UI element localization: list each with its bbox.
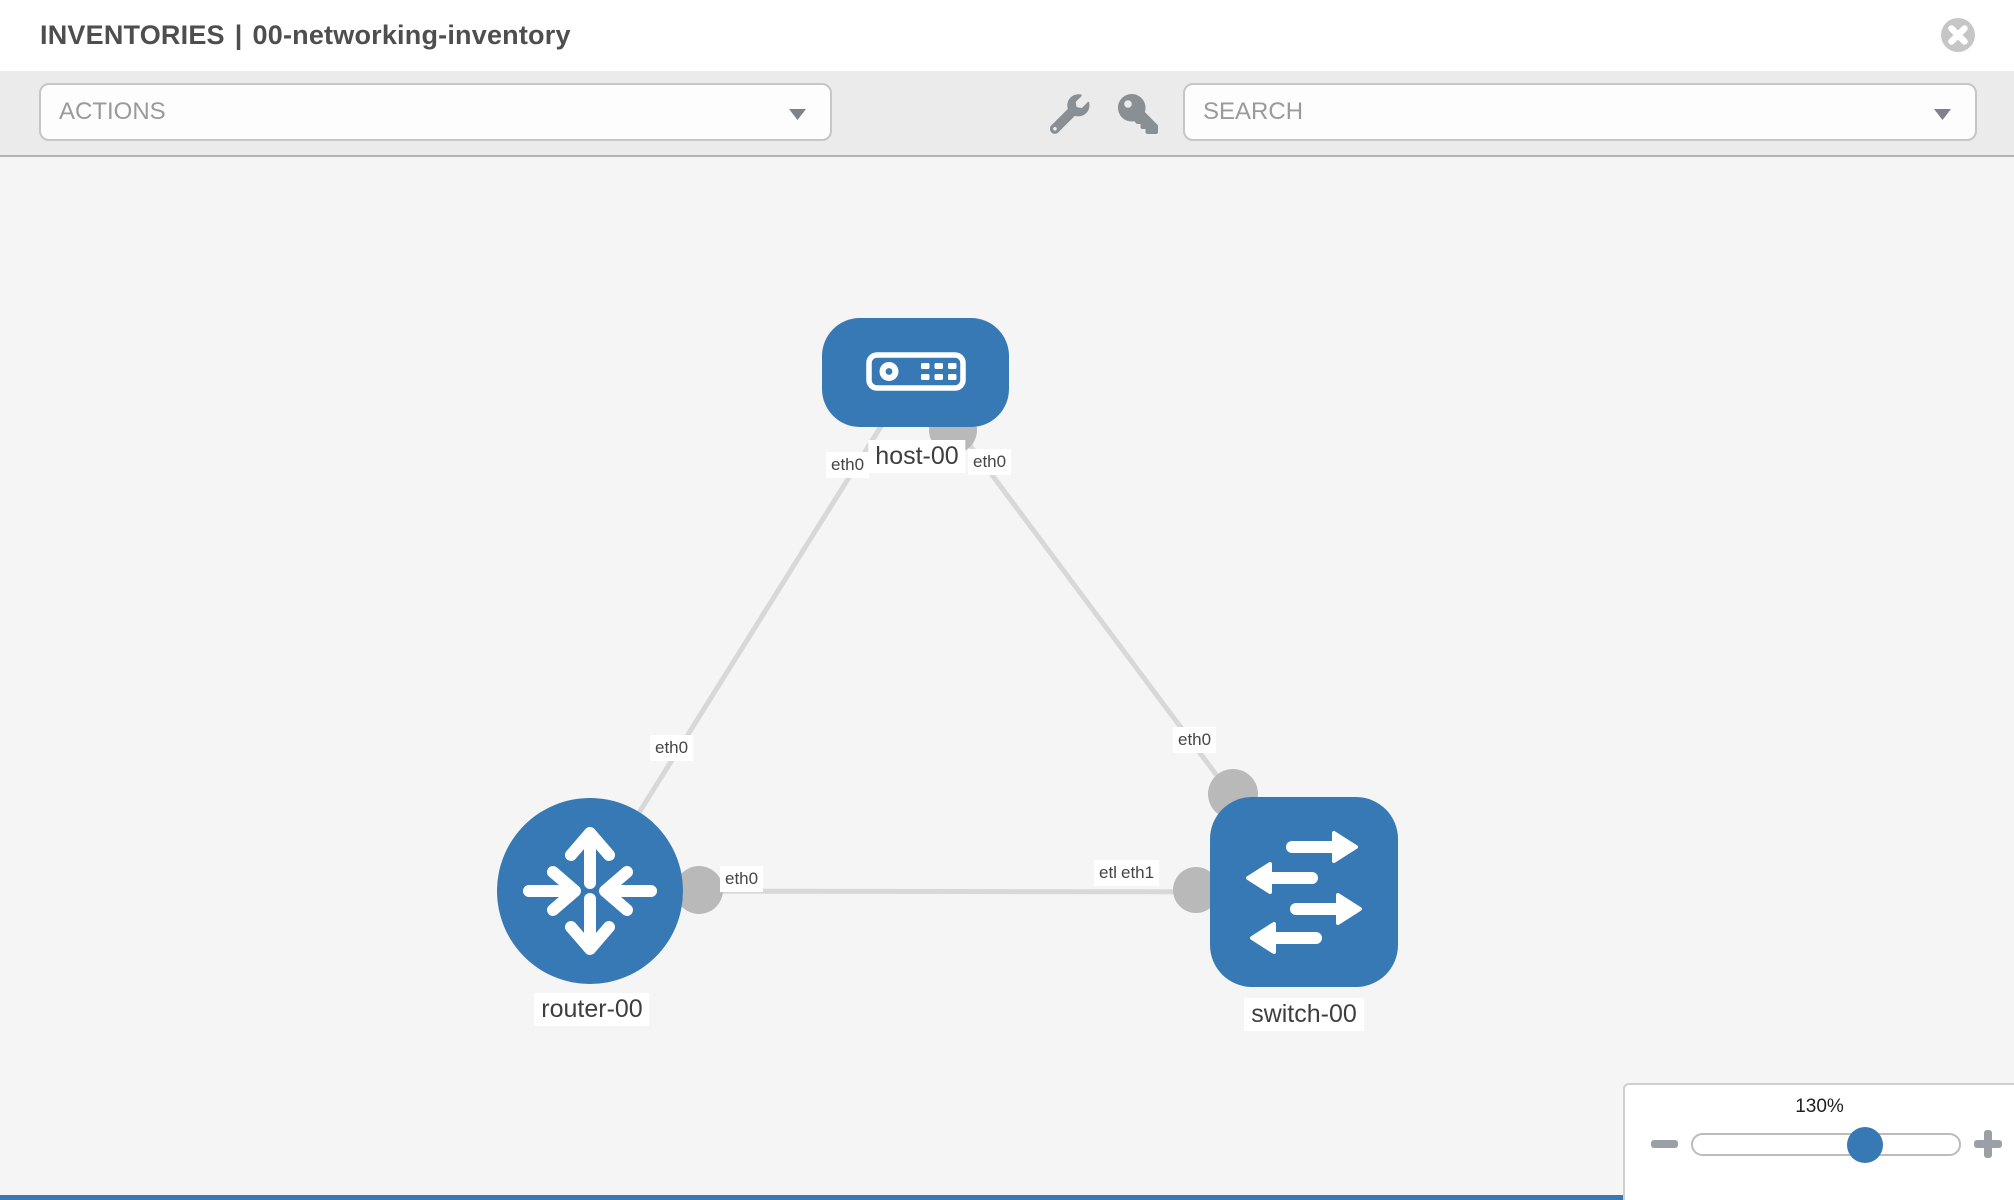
if-label-switch-eth1: eth1 xyxy=(1116,860,1160,886)
actions-dropdown[interactable]: ACTIONS xyxy=(39,83,832,141)
router-icon xyxy=(523,827,657,955)
node-router-00[interactable] xyxy=(497,798,683,984)
if-label-router-eth0-top: eth0 xyxy=(650,735,694,761)
node-label-router: router-00 xyxy=(534,993,650,1026)
zoom-slider-track[interactable] xyxy=(1691,1127,1961,1163)
if-label-host-eth0-right: eth0 xyxy=(968,449,1012,475)
zoom-out-button[interactable] xyxy=(1651,1140,1678,1148)
zoom-slider-thumb[interactable] xyxy=(1847,1127,1883,1163)
node-label-host: host-00 xyxy=(868,440,966,473)
key-icon xyxy=(1118,94,1158,134)
zoom-percent-label: 130% xyxy=(1795,1096,1844,1117)
port-router-eth0 xyxy=(675,866,723,914)
breadcrumb-section: INVENTORIES xyxy=(40,20,225,50)
node-switch-00[interactable] xyxy=(1210,797,1398,987)
if-label-switch-eth0-top: eth0 xyxy=(1173,727,1217,753)
actions-dropdown-label: ACTIONS xyxy=(59,98,166,125)
key-button[interactable] xyxy=(1118,94,1158,134)
close-button[interactable] xyxy=(1940,17,1976,53)
title-separator: | xyxy=(234,20,243,50)
port-switch-eth1 xyxy=(1173,867,1219,913)
host-icon xyxy=(866,352,966,391)
inventory-name: 00-networking-inventory xyxy=(252,20,571,50)
footer-accent-bar xyxy=(0,1195,2014,1200)
chevron-down-icon[interactable] xyxy=(1934,109,1951,120)
page-title: INVENTORIES | 00-networking-inventory xyxy=(40,20,571,51)
if-label-host-eth0-left: eth0 xyxy=(826,452,870,478)
zoom-control-panel: 130% xyxy=(1623,1083,2014,1200)
wrench-button[interactable] xyxy=(1050,94,1090,134)
node-host-00[interactable] xyxy=(822,318,1009,427)
search-input[interactable] xyxy=(1185,85,1881,139)
page-header: INVENTORIES | 00-networking-inventory xyxy=(0,0,2014,71)
chevron-down-icon[interactable] xyxy=(789,109,806,120)
if-label-router-eth0-right: eth0 xyxy=(720,866,764,892)
wrench-icon xyxy=(1050,94,1090,134)
node-label-switch: switch-00 xyxy=(1244,998,1364,1031)
zoom-in-button[interactable] xyxy=(1974,1130,2002,1158)
search-combobox[interactable] xyxy=(1183,83,1977,141)
toolbar: ACTIONS xyxy=(0,71,2014,157)
switch-icon xyxy=(1246,831,1362,954)
